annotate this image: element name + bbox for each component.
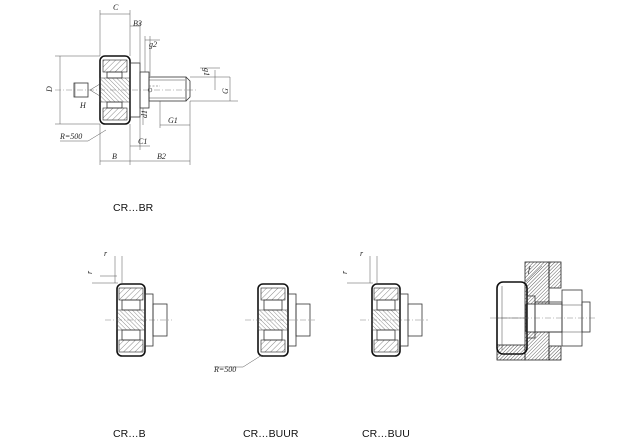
- cr-br-drawing: [55, 10, 238, 165]
- cr-buur-drawing: [214, 283, 315, 368]
- label-g1-dim: G1: [168, 116, 178, 125]
- label-r500-top: R=500: [59, 132, 82, 141]
- label-r-buu-side: r: [340, 270, 349, 274]
- label-b3: B3: [133, 19, 142, 28]
- cr-b-drawing: [92, 256, 172, 357]
- caption-cr-br: CR…BR: [113, 202, 154, 214]
- label-g2: g2: [149, 40, 157, 49]
- label-d: D: [45, 86, 54, 93]
- label-g1: g1: [202, 68, 211, 76]
- caption-cr-buu: CR…BUU: [362, 428, 410, 440]
- label-g: G: [221, 88, 230, 94]
- label-f: f: [528, 265, 532, 274]
- cr-buu-drawing: [347, 256, 428, 357]
- label-c1: C1: [138, 137, 147, 146]
- label-d1: d1: [140, 110, 149, 118]
- label-r-b-side: r: [85, 270, 94, 274]
- label-r500-bottom: R=500: [213, 365, 236, 374]
- label-r-buu: r: [360, 249, 364, 258]
- label-h: H: [79, 101, 87, 110]
- label-c: C: [113, 3, 119, 12]
- caption-cr-b: CR…B: [113, 428, 146, 440]
- mounting-example: [490, 261, 595, 361]
- label-b: B: [112, 152, 117, 161]
- label-r-b: r: [104, 249, 108, 258]
- label-b2: B2: [157, 152, 166, 161]
- caption-cr-buur: CR…BUUR: [243, 428, 299, 440]
